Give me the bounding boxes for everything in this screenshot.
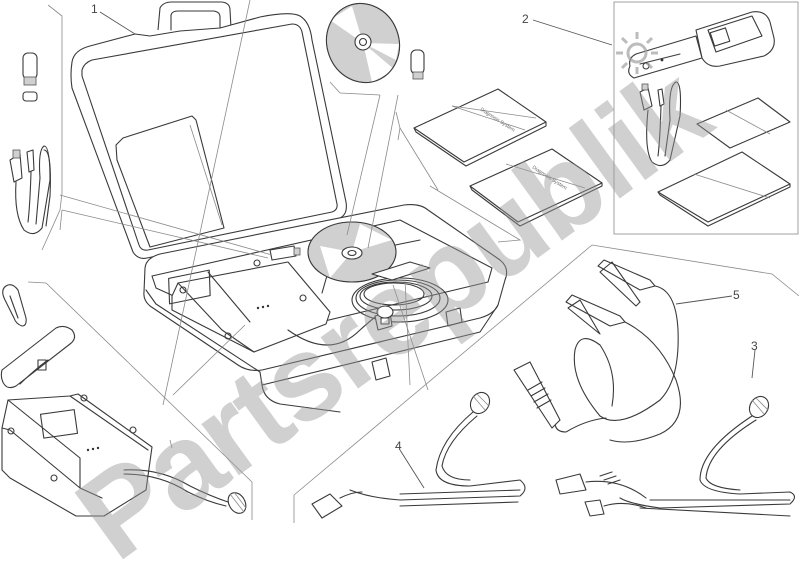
manual-booklet-1: Diagnosis System (413, 88, 547, 167)
gear-icon (616, 32, 658, 74)
strap (0, 325, 76, 389)
manual-booklet-2: Diagnosis System (469, 148, 603, 227)
battery-clamp-cable (513, 259, 681, 443)
group-bracket-lower-left (27, 281, 253, 520)
callout-5: 5 (733, 288, 740, 302)
carrying-case (70, 1, 508, 413)
cd-rom (325, 2, 401, 84)
callout-2: 2 (522, 12, 529, 26)
carabiner (2, 284, 27, 327)
interface-module (1, 393, 247, 517)
group-bracket-left (41, 4, 63, 251)
group-bracket-lower-right (293, 244, 799, 523)
callout-3: 3 (751, 339, 758, 353)
coiled-cables-in-case (351, 261, 449, 331)
diagnostic-cable-right (555, 395, 796, 517)
callout-leaders (99, 11, 756, 489)
usb-stick-left (22, 52, 38, 102)
leader-lines-case (59, 0, 522, 406)
tester-kit-box (613, 1, 799, 235)
callout-4: 4 (395, 439, 402, 453)
usb-plug-in-case (269, 245, 301, 261)
interface-module-in-case (168, 259, 387, 353)
parts-diagram: Diagnosis System Diagnosis System (0, 0, 799, 523)
callout-1: 1 (91, 2, 98, 16)
usb-cable-left (9, 145, 51, 235)
cd-in-case (307, 221, 397, 283)
diagnostic-cable-center (311, 391, 526, 519)
usb-stick-center (410, 49, 425, 80)
